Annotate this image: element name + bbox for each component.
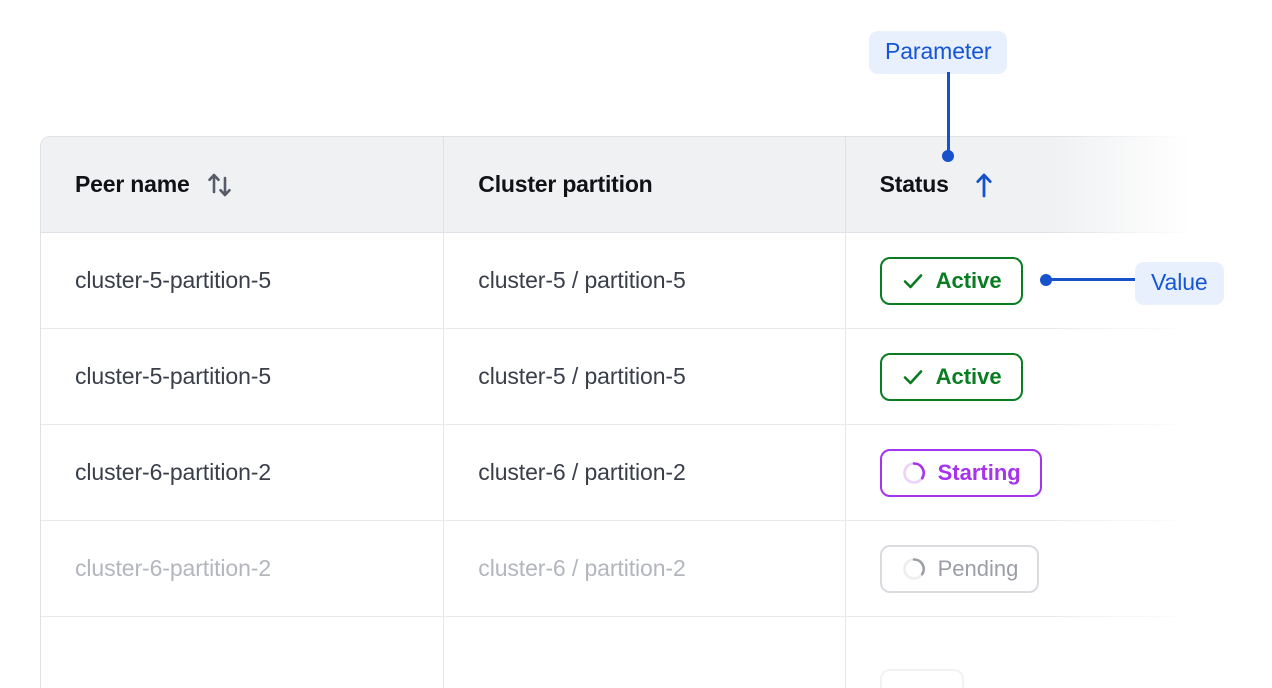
check-icon — [901, 365, 925, 389]
annotation-connector-vertical — [947, 72, 950, 156]
cell-cluster-partition: cluster-6 / partition-2 — [444, 425, 846, 520]
cluster-partition-text: cluster-6 / partition-2 — [478, 555, 686, 581]
sort-arrow-up-icon[interactable] — [971, 170, 997, 200]
cell-status: Starting — [846, 425, 1199, 520]
cell-cluster-partition — [444, 617, 846, 688]
annotation-badge-parameter: Parameter — [869, 31, 1008, 74]
cell-status: Pending — [846, 521, 1199, 616]
peer-name-text: cluster-6-partition-2 — [75, 459, 272, 485]
cell-status: Active — [846, 233, 1199, 328]
column-header-cluster-partition[interactable]: Cluster partition — [444, 137, 846, 232]
table-row[interactable]: cluster-6-partition-2 cluster-6 / partit… — [41, 425, 1199, 521]
column-header-peer-name[interactable]: Peer name — [41, 137, 445, 232]
spinner-icon — [901, 460, 927, 486]
status-badge: Pending — [879, 544, 1040, 593]
peer-name-text: cluster-5-partition-5 — [75, 363, 272, 389]
cell-peer-name: cluster-5-partition-5 — [41, 233, 445, 328]
cluster-partition-text: cluster-5 / partition-5 — [478, 267, 686, 293]
cell-peer-name: cluster-6-partition-2 — [41, 425, 445, 520]
column-header-status[interactable]: Status — [846, 137, 1199, 232]
spinner-icon — [901, 556, 927, 582]
cell-cluster-partition: cluster-5 / partition-5 — [444, 233, 846, 328]
table-header-row: Peer name Cluster partition Status — [41, 137, 1199, 233]
cluster-partition-text: cluster-6 / partition-2 — [478, 459, 686, 485]
column-header-label: Peer name — [75, 171, 190, 197]
cell-peer-name: cluster-5-partition-5 — [41, 329, 445, 424]
cluster-partition-text: cluster-5 / partition-5 — [478, 363, 686, 389]
annotation-dot-parameter — [942, 150, 954, 162]
status-label: Starting — [937, 459, 1021, 485]
status-badge: Starting — [879, 448, 1042, 497]
table-row[interactable]: cluster-5-partition-5 cluster-5 / partit… — [41, 233, 1199, 329]
cell-status — [846, 617, 1199, 688]
column-header-label: Cluster partition — [478, 171, 653, 197]
table-row[interactable]: cluster-5-partition-5 cluster-5 / partit… — [41, 329, 1199, 425]
column-header-label: Status — [879, 171, 949, 197]
table-row-partial[interactable] — [41, 617, 1199, 688]
check-icon — [901, 269, 925, 293]
status-label: Pending — [937, 555, 1019, 581]
peer-name-text: cluster-6-partition-2 — [75, 555, 272, 581]
status-badge: Active — [879, 256, 1023, 305]
cell-cluster-partition: cluster-6 / partition-2 — [444, 521, 846, 616]
cell-peer-name — [41, 617, 445, 688]
peer-name-text: cluster-5-partition-5 — [75, 267, 272, 293]
annotation-badge-value: Value — [1135, 262, 1224, 305]
status-label: Active — [935, 363, 1002, 389]
peers-table: Peer name Cluster partition Status — [40, 136, 1200, 688]
status-badge: Active — [879, 352, 1023, 401]
table-row[interactable]: cluster-6-partition-2 cluster-6 / partit… — [41, 521, 1199, 617]
cell-status: Active — [846, 329, 1199, 424]
status-badge-partial — [879, 669, 965, 688]
sort-updown-icon[interactable] — [206, 170, 234, 200]
cell-peer-name: cluster-6-partition-2 — [41, 521, 445, 616]
status-label: Active — [935, 267, 1002, 293]
annotation-dot-value — [1040, 274, 1052, 286]
table-scroll-region[interactable]: Peer name Cluster partition Status — [40, 136, 1200, 688]
annotation-connector-horizontal — [1049, 278, 1135, 281]
cell-cluster-partition: cluster-5 / partition-5 — [444, 329, 846, 424]
